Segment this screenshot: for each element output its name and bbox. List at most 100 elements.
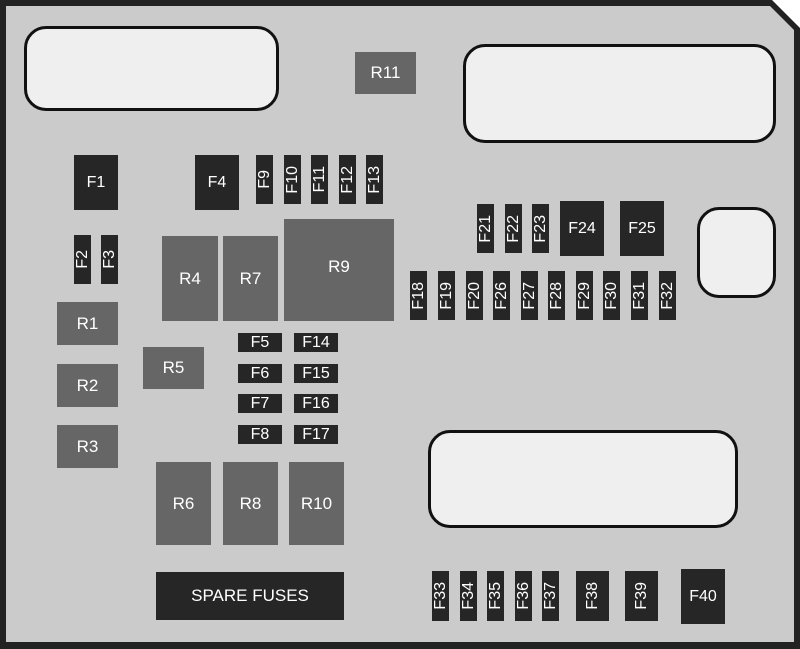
fuse-f9: F9 [256,155,273,204]
fuse-f24: F24 [560,201,604,256]
fuse-label: F22 [504,214,522,243]
fuse-f36: F36 [515,571,532,621]
relay-label: R10 [300,493,333,513]
fuse-label: F28 [547,281,565,310]
relay-label: R2 [76,375,99,395]
fuse-f33: F33 [432,571,449,621]
fuse-label: F13 [365,165,383,194]
fuse-label: F1 [86,173,106,191]
fuse-f32: F32 [659,271,676,320]
fuse-f7: F7 [238,394,282,413]
relay-r11: R11 [355,52,416,94]
fuse-label: F27 [520,281,538,310]
fuse-f2: F2 [74,235,91,284]
relay-r7: R7 [223,236,278,321]
fuse-f25: F25 [620,201,664,256]
fuse-f6: F6 [238,364,282,383]
fuse-label: F12 [338,165,356,194]
fuse-f8: F8 [238,425,282,444]
fuse-f16: F16 [294,394,338,413]
fuse-label: F32 [658,281,676,310]
fuse-f39: F39 [625,571,658,621]
relay-r10: R10 [289,462,344,545]
relay-r3: R3 [57,425,118,468]
fuse-label: F20 [465,281,483,310]
fuse-label: F2 [73,250,91,269]
fuse-label: F19 [437,281,455,310]
fuse-label: F8 [250,425,270,443]
fuse-f10: F10 [284,155,301,204]
relay-r4: R4 [162,236,218,321]
fuse-label: F11 [310,166,328,193]
fuse-f17: F17 [294,425,338,444]
relay-label: R7 [239,268,262,288]
fuse-label: F23 [531,214,549,243]
fuse-label: F6 [250,364,270,382]
fuse-label: F40 [689,587,717,605]
fuse-label: F7 [250,394,270,412]
fuse-f30: F30 [603,271,620,320]
cutout-top-right [463,44,776,143]
fuse-f1: F1 [74,155,118,210]
relay-r2: R2 [57,364,118,407]
fuse-f23: F23 [532,204,549,253]
cutout-right-small [697,207,776,298]
relay-label: R3 [76,436,99,456]
relay-r5: R5 [143,347,204,389]
fuse-label: F35 [486,582,504,610]
fuse-f34: F34 [460,571,477,621]
fuse-label: F25 [628,219,656,237]
fuse-f13: F13 [366,155,383,204]
fuse-label: F38 [583,582,601,610]
fuse-f11: F11 [311,155,328,204]
spare-fuses: SPARE FUSES [156,572,344,620]
fuse-f12: F12 [339,155,356,204]
fuse-label: F33 [431,582,449,610]
fuse-label: F10 [283,165,301,194]
fuse-f15: F15 [294,364,338,383]
fuse-f18: F18 [410,271,427,320]
fuse-f38: F38 [576,571,609,621]
fuse-label: F21 [476,214,494,243]
fuse-f28: F28 [548,271,565,320]
fuse-f35: F35 [487,571,504,621]
relay-label: R8 [239,493,262,513]
fuse-label: F3 [100,250,118,269]
fuse-f27: F27 [521,271,538,320]
fuse-label: F31 [630,281,648,310]
relay-label: R11 [370,63,401,82]
fuse-label: F30 [602,281,620,310]
fuse-f14: F14 [294,333,338,352]
fuse-label: F24 [568,219,596,237]
fuse-f5: F5 [238,333,282,352]
fuse-label: F14 [302,333,330,351]
spare-fuses-label: SPARE FUSES [191,586,309,605]
fuse-f21: F21 [477,204,494,253]
relay-r6: R6 [156,462,211,545]
relay-r9: R9 [284,219,394,321]
fuse-label: F36 [514,582,532,610]
cutout-top-left [24,26,279,111]
fuse-label: F4 [207,173,227,191]
relay-r8: R8 [223,462,278,545]
fuse-f37: F37 [542,571,559,621]
fuse-label: F39 [632,582,650,610]
fuse-label: F15 [302,364,330,382]
fuse-f19: F19 [438,271,455,320]
cutout-bottom-right [428,430,738,528]
fuse-label: F5 [250,333,270,351]
fuse-f4: F4 [195,155,239,210]
relay-label: R1 [76,313,99,333]
fuse-f20: F20 [466,271,483,320]
fuse-f31: F31 [631,271,648,320]
fuse-label: F34 [459,582,477,610]
fuse-label: F9 [255,170,273,189]
fuse-f22: F22 [505,204,522,253]
fuse-label: F16 [302,394,330,412]
fuse-label: F37 [541,582,559,610]
relay-label: R4 [179,268,201,288]
fuse-f26: F26 [493,271,510,320]
relay-label: R9 [328,257,350,276]
relay-label: R6 [172,493,195,513]
fuse-label: F18 [409,281,427,310]
